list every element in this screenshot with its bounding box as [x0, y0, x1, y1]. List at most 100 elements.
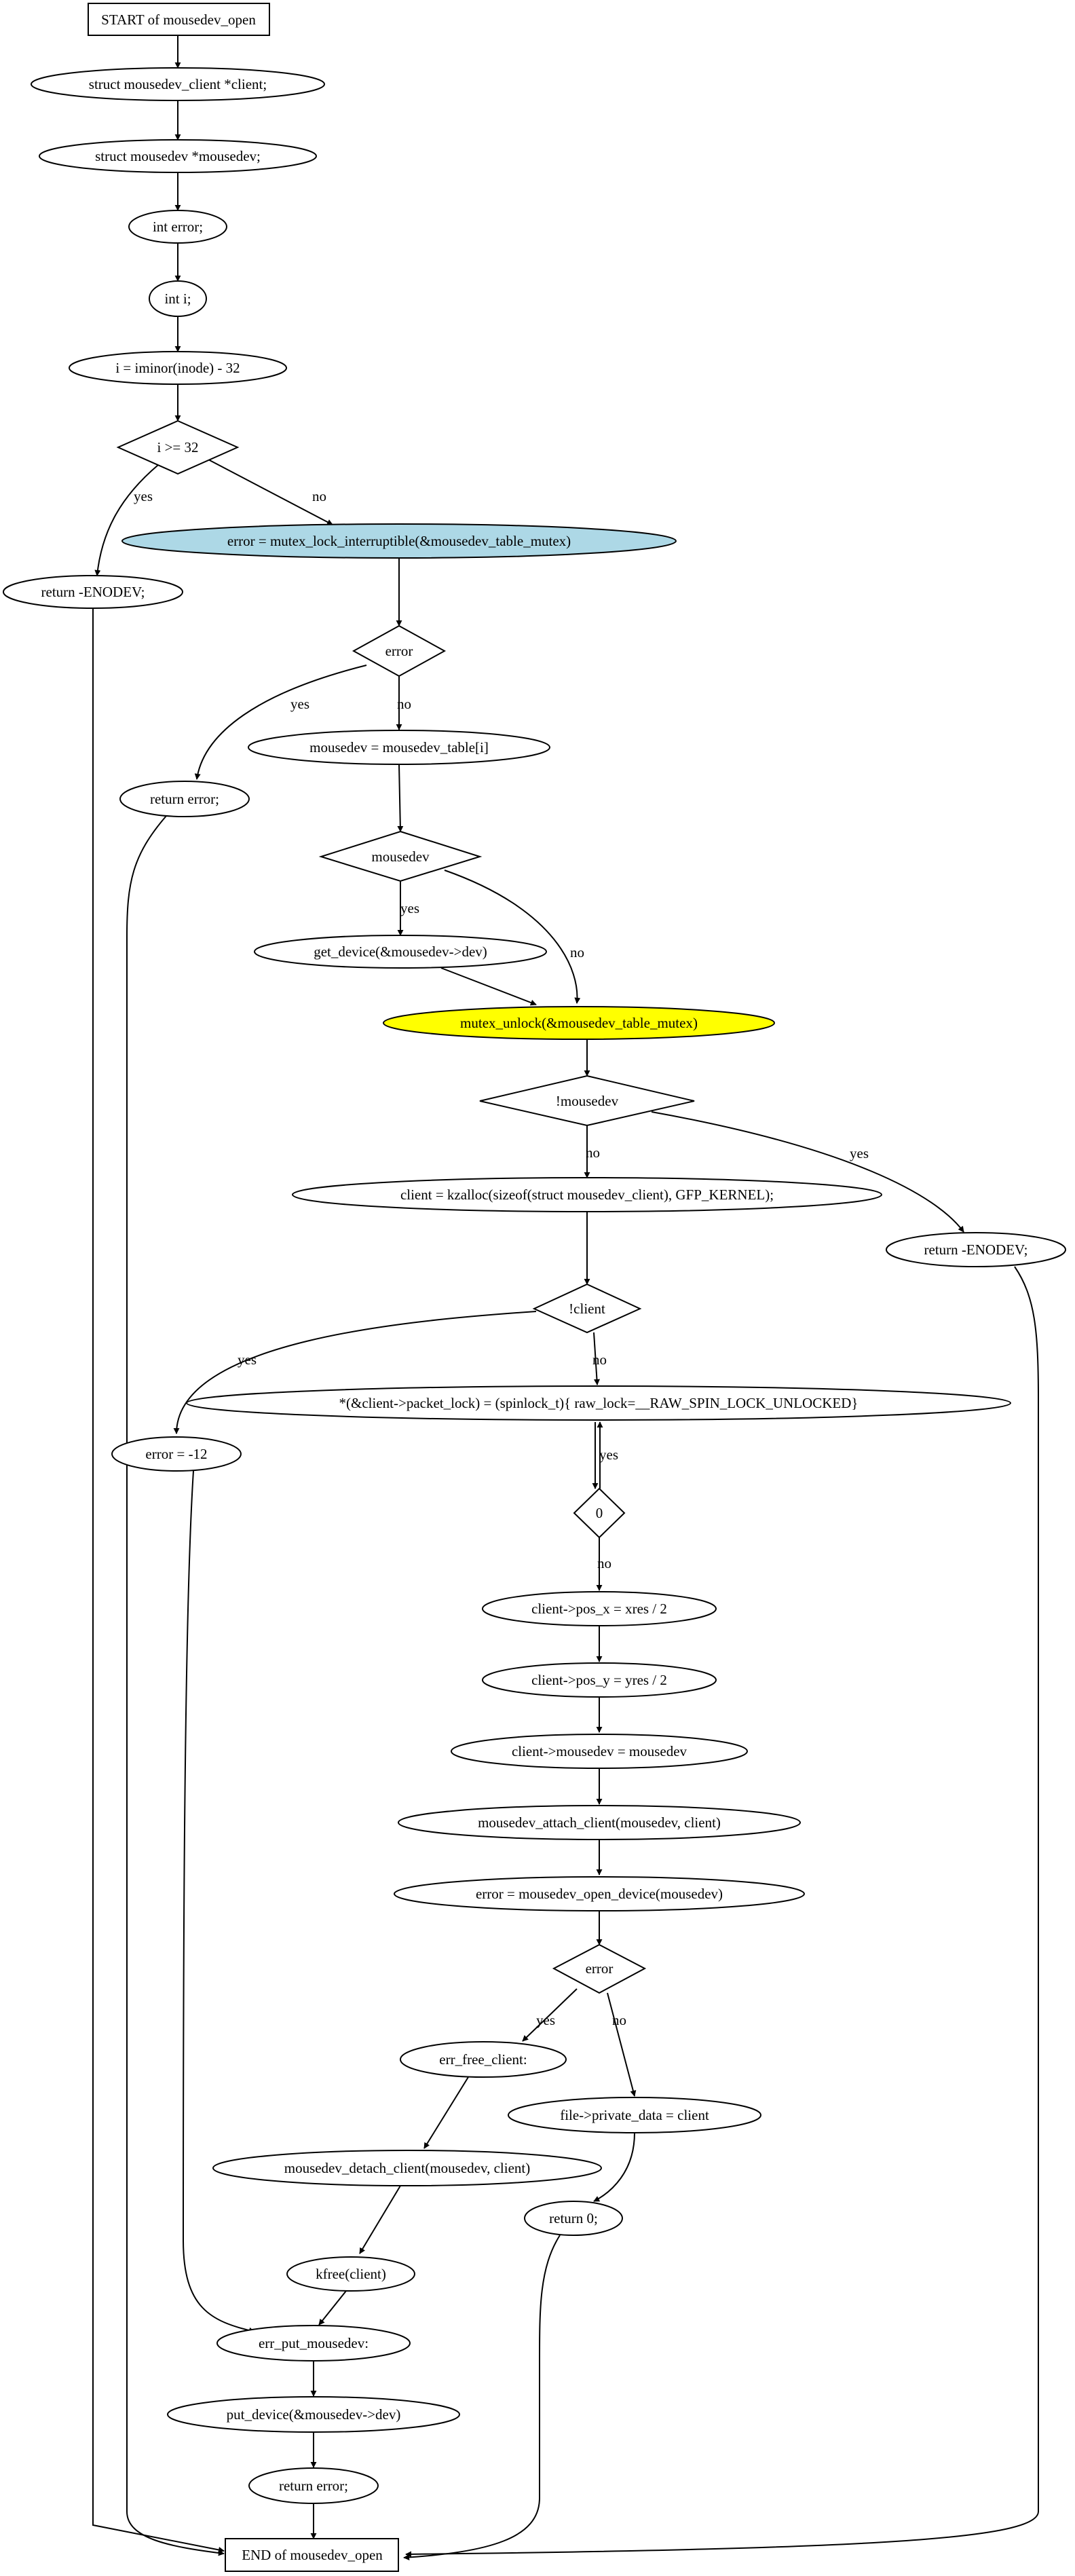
decl-i-node: int i; [149, 280, 207, 317]
ret-error-1-label: return error; [150, 791, 219, 807]
cond-not-mousedev-node: !mousedev [479, 1075, 695, 1127]
edge-cond-error12 [173, 1311, 537, 1434]
ret-error-1-node: return error; [119, 781, 250, 817]
edge-reterror1-end [126, 815, 225, 2556]
cond-not-client-node: !client [532, 1283, 642, 1334]
cond-zero-node: 0 [573, 1487, 626, 1539]
client-mousedev-label: client->mousedev = mousedev [512, 1743, 687, 1759]
error-neg12-label: error = -12 [145, 1446, 207, 1462]
edge-kfree-errput [318, 2290, 347, 2326]
decl-mousedev-node: struct mousedev *mousedev; [39, 139, 317, 173]
edge-label-yes: yes [134, 488, 153, 504]
open-device-node: error = mousedev_open_device(mousedev) [394, 1876, 805, 1911]
cond-error-2-label: error [586, 1960, 614, 1977]
edge-label-no: no [312, 488, 326, 504]
edge-cond-errfree [522, 1988, 578, 2042]
cond-i-node: i >= 32 [116, 419, 240, 475]
cond-i-label: i >= 32 [157, 439, 198, 455]
pos-x-label: client->pos_x = xres / 2 [531, 1601, 667, 1617]
edge-label-yes: yes [238, 1351, 257, 1368]
decl-client-node: struct mousedev_client *client; [31, 67, 325, 101]
kfree-label: kfree(client) [316, 2266, 386, 2282]
open-device-label: error = mousedev_open_device(mousedev) [476, 1886, 723, 1902]
get-device-label: get_device(&mousedev->dev) [314, 944, 487, 960]
err-free-client-label: err_free_client: [439, 2051, 527, 2068]
ret-enodev-1-label: return -ENODEV; [41, 584, 145, 600]
edge-label-yes: yes [290, 696, 309, 712]
edge-label-no: no [570, 944, 584, 960]
attach-label: mousedev_attach_client(mousedev, client) [478, 1814, 721, 1831]
spinlock-label: *(&client->packet_lock) = (spinlock_t){ … [339, 1395, 859, 1411]
cond-error-2-node: error [552, 1943, 647, 1994]
assign-mousedev-node: mousedev = mousedev_table[i] [248, 730, 550, 765]
cond-error-1-label: error [385, 643, 413, 659]
edge-label-no: no [592, 1351, 607, 1368]
err-put-node: err_put_mousedev: [216, 2325, 411, 2362]
kzalloc-node: client = kzalloc(sizeof(struct mousedev_… [292, 1177, 882, 1212]
edge-detach-kfree [359, 2185, 401, 2254]
edge-label-no: no [597, 1555, 611, 1571]
edge-errfree-detach [423, 2076, 469, 2149]
cond-zero-label: 0 [596, 1505, 603, 1521]
nodes: START of mousedev_open struct mousedev_c… [3, 3, 1066, 2572]
edge-label-yes: yes [536, 2012, 555, 2028]
edge-cond-private [607, 1992, 637, 2097]
client-mousedev-node: client->mousedev = mousedev [451, 1734, 748, 1769]
lock-ellipse [121, 523, 677, 559]
edge-label-no: no [612, 2012, 626, 2028]
edge-label-yes: yes [850, 1145, 869, 1161]
lock-node: error = mutex_lock_interruptible(&moused… [121, 523, 677, 559]
assign-i-node: i = iminor(inode) - 32 [69, 351, 287, 385]
edge-enodev1-end [92, 608, 225, 2553]
put-device-node: put_device(&mousedev->dev) [167, 2396, 460, 2433]
end-node: END of mousedev_open [225, 2538, 399, 2572]
ret-enodev-2-node: return -ENODEV; [886, 1232, 1066, 1267]
start-label: START of mousedev_open [101, 12, 256, 28]
edge-label-no: no [397, 696, 411, 712]
cond-mousedev-node: mousedev [318, 830, 483, 882]
edge-cond-spinlock [593, 1332, 600, 1385]
decl-error-label: int error; [153, 219, 203, 235]
edge-cond-enodev [94, 464, 159, 576]
cond-not-client-label: !client [569, 1301, 605, 1317]
err-put-label: err_put_mousedev: [259, 2335, 369, 2351]
edge-private-retzero [593, 2132, 635, 2202]
ret-zero-label: return 0; [549, 2210, 598, 2226]
edge-cond-unlock [444, 870, 581, 1004]
assign-mousedev-label: mousedev = mousedev_table[i] [309, 739, 489, 755]
private-data-node: file->private_data = client [508, 2097, 761, 2133]
get-device-node: get_device(&mousedev->dev) [254, 935, 547, 969]
decl-client-label: struct mousedev_client *client; [89, 76, 267, 92]
edge-getdevice-unlock [440, 967, 537, 1006]
ret-enodev-1-node: return -ENODEV; [3, 575, 183, 609]
edges [92, 35, 1039, 2560]
error-neg12-node: error = -12 [111, 1436, 242, 1472]
detach-label: mousedev_detach_client(mousedev, client) [284, 2160, 531, 2176]
edge-cond-reterror [194, 665, 367, 780]
edge-cond-lock [206, 458, 333, 525]
lock-label: error = mutex_lock_interruptible(&moused… [227, 533, 571, 549]
ret-zero-node: return 0; [524, 2201, 623, 2236]
edge-assignmousedev-cond [397, 764, 404, 832]
cond-mousedev-label: mousedev [371, 848, 430, 865]
pos-y-node: client->pos_y = yres / 2 [482, 1662, 717, 1698]
attach-node: mousedev_attach_client(mousedev, client) [398, 1805, 801, 1840]
kfree-node: kfree(client) [286, 2256, 415, 2292]
pos-y-label: client->pos_y = yres / 2 [531, 1672, 667, 1688]
end-label: END of mousedev_open [242, 2547, 383, 2563]
edge-label-yes: yes [599, 1446, 618, 1463]
edge-enodev2-end [405, 1266, 1039, 2558]
unlock-node: mutex_unlock(&mousedev_table_mutex) [383, 1006, 775, 1040]
unlock-label: mutex_unlock(&mousedev_table_mutex) [460, 1015, 698, 1031]
edge-error12-errput [182, 1470, 255, 2334]
put-device-label: put_device(&mousedev->dev) [227, 2406, 401, 2423]
unlock-ellipse [383, 1006, 775, 1040]
ret-error-2-label: return error; [279, 2478, 348, 2494]
spinlock-node: *(&client->packet_lock) = (spinlock_t){ … [186, 1385, 1011, 1421]
edge-labels: yes no yes no yes no no yes yes no yes n… [134, 488, 869, 2028]
decl-i-label: int i; [164, 291, 191, 307]
cond-not-mousedev-label: !mousedev [556, 1093, 619, 1109]
decl-mousedev-label: struct mousedev *mousedev; [95, 148, 261, 164]
decl-error-node: int error; [128, 210, 227, 244]
